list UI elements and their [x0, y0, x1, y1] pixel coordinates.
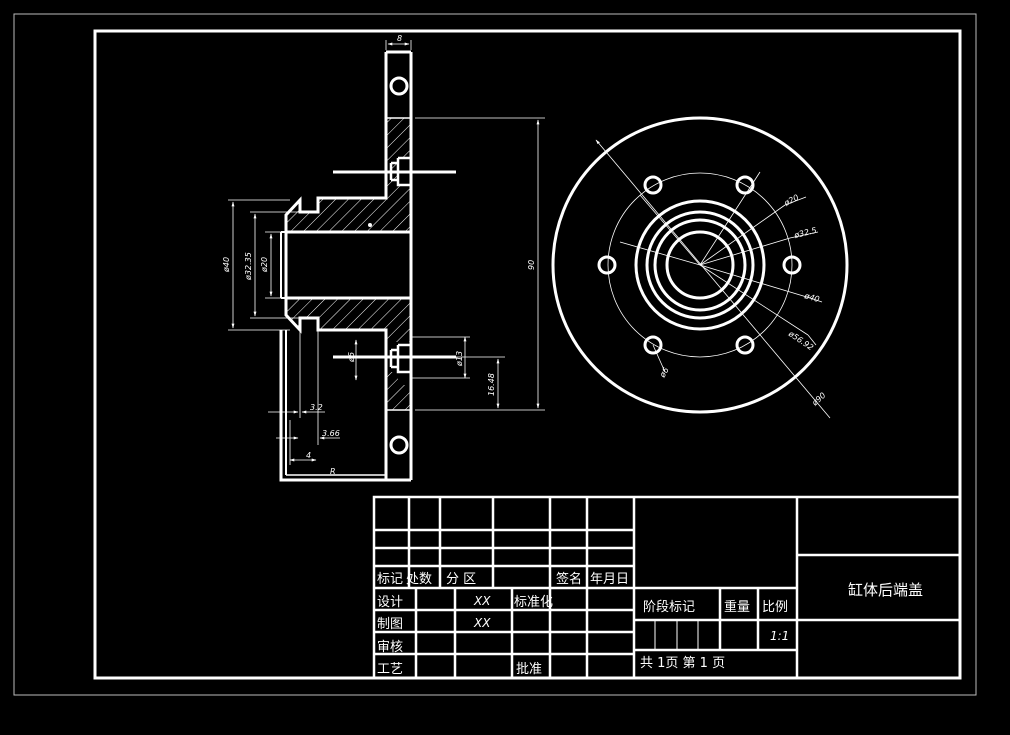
bolt-circle: [607, 172, 793, 358]
header-count: 处数: [406, 572, 432, 587]
dim-dia-32-35: ø32.35: [244, 252, 253, 281]
flange-hole-top: [389, 76, 409, 96]
front-dim-dia-40: ø40: [802, 291, 820, 304]
hatch-lower-hub: [286, 298, 411, 342]
front-dim-dia-56-92: ø56.92: [786, 329, 815, 353]
front-dim-dia-32-5: ø32.5: [792, 226, 817, 240]
drawing-border: [93, 29, 962, 680]
bolt-hole: [782, 255, 802, 275]
section-dimensions: [228, 40, 545, 465]
dim-dia-13: ø13: [455, 351, 464, 367]
bolt-hole: [735, 335, 755, 355]
front-dim-dia-6: ø6: [657, 366, 670, 380]
outer-frame: [13, 13, 977, 696]
part-name: 缸体后端盖: [848, 581, 923, 599]
hub-circle-mid: [645, 210, 755, 320]
label-check: 审核: [377, 640, 403, 655]
header-zone: 分 区: [446, 572, 476, 587]
header-mark: 标记: [377, 572, 403, 587]
front-view: [551, 116, 849, 419]
outer-circle: [551, 116, 849, 414]
hub-circle-inner: [653, 218, 747, 312]
label-approve: 批准: [516, 662, 542, 677]
label-design: 设计: [377, 595, 403, 610]
dim-flange-width: 8: [397, 34, 402, 43]
designer-name: XX: [473, 594, 491, 608]
bolt-hole: [643, 335, 663, 355]
label-draw: 制图: [377, 617, 403, 632]
hatch-upper-flange: [387, 118, 411, 185]
header-date: 年月日: [590, 572, 629, 587]
title-block: [372, 495, 962, 680]
front-dim-dia-90: ø90: [810, 391, 828, 408]
label-standardize: 标准化: [514, 595, 553, 610]
dim-dia-6: ø6: [347, 352, 356, 363]
label-craft: 工艺: [377, 662, 403, 677]
dim-4: 4: [306, 451, 311, 460]
dim-dia-40: ø40: [222, 257, 231, 273]
bolt-hole: [643, 175, 663, 195]
dim-height-90: 90: [527, 260, 536, 270]
hatch-lower-flange: [387, 372, 411, 410]
label-weight: 重量: [724, 599, 750, 615]
dim-16-48: 16.48: [487, 373, 496, 396]
sheet-count: 共 1页 第 1 页: [640, 656, 725, 671]
dim-3-2: 3.2: [310, 403, 323, 412]
drawer-name: XX: [473, 616, 491, 630]
header-sign: 签名: [556, 571, 582, 587]
bore-circle: [665, 230, 735, 300]
hatch-upper-hub: [286, 185, 411, 232]
hub-circle-outer: [634, 199, 766, 331]
scale-value: 1:1: [770, 629, 789, 643]
section-view: [279, 50, 456, 482]
front-dim-dia-20: ø20: [782, 193, 800, 208]
bolt-hole: [735, 175, 755, 195]
dim-dia-20: ø20: [260, 257, 269, 273]
flange-hole-bottom: [389, 435, 409, 455]
dim-r: R: [330, 467, 336, 476]
label-scale: 比例: [762, 600, 788, 615]
bolt-hole: [597, 255, 617, 275]
dim-3-66: 3.66: [322, 429, 340, 438]
label-stage-mark: 阶段标记: [643, 600, 695, 615]
